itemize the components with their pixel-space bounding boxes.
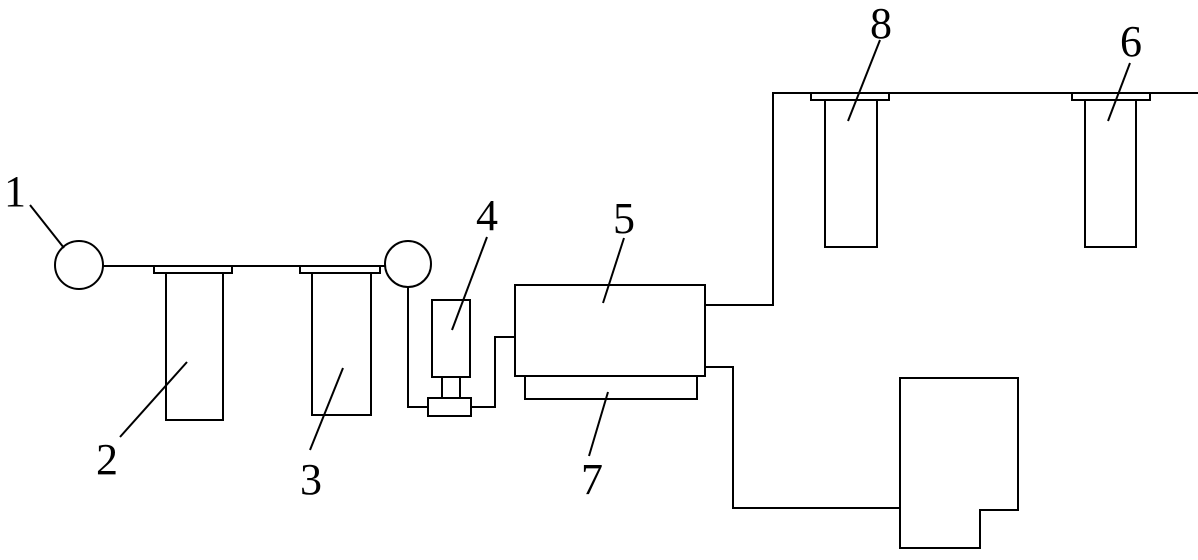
label-2: 2 [96,435,118,484]
tank-6-flange [1071,92,1151,101]
receiver-box [899,377,1019,549]
pump-right [384,240,432,288]
leader-8 [847,39,881,122]
label-6: 6 [1120,17,1142,66]
label-4: 4 [476,191,498,240]
tank-3-flange [299,265,381,274]
leader-1 [29,204,65,249]
label-1: 1 [4,167,26,216]
unit-5 [514,284,706,377]
pump-1 [54,240,104,290]
unit-4 [431,299,471,378]
label-7: 7 [581,455,603,504]
leader-7 [588,391,609,457]
pipe-unit4-to-unit5 [471,336,515,408]
tank-2-flange [153,265,233,274]
tank-8-flange [810,92,890,101]
leader-6 [1107,62,1131,122]
leader-4 [451,236,488,331]
leader-2 [119,361,188,438]
tank-2 [165,272,224,421]
pipe-unit5-to-top [705,92,1198,306]
label-8: 8 [870,0,892,48]
tank-3 [311,272,372,416]
leader-3 [309,367,344,451]
leader-5 [602,237,625,304]
tank-6 [1084,99,1137,248]
pipe-unit5-to-receiver [705,366,900,509]
unit-4-base [427,397,472,417]
label-3: 3 [300,455,322,504]
tank-8 [824,99,878,248]
unit-7 [524,375,698,400]
label-5: 5 [613,194,635,243]
pipe-pump-to-unit4 [407,287,428,408]
